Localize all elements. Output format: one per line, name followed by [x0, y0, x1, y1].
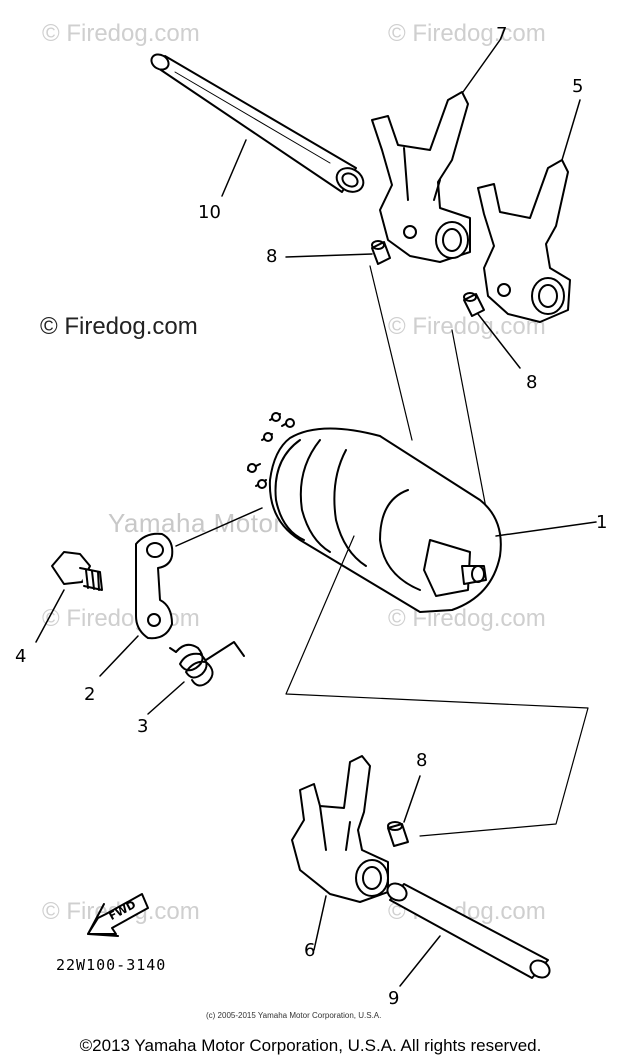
callout-8-lower: 8 [416, 750, 428, 771]
leader-1 [495, 521, 597, 537]
leader-10 [221, 139, 247, 197]
callout-9: 9 [388, 988, 400, 1009]
leader-4 [35, 589, 65, 643]
callout-1: 1 [596, 512, 608, 533]
leader-2 [99, 635, 139, 677]
leader-8-lower [403, 775, 421, 823]
part-2-stopper-lever [135, 532, 174, 640]
part-10-shaft [150, 53, 365, 193]
callout-4: 4 [15, 646, 27, 667]
leader-2-to-drum [175, 507, 263, 547]
part-5-shift-fork [477, 159, 571, 323]
callout-2: 2 [84, 684, 96, 705]
leader-5 [561, 99, 581, 161]
leader-8-right [477, 313, 521, 369]
watermark-mid-left: © Firedog.com [40, 313, 198, 340]
leader-3 [147, 681, 185, 715]
part-1-shift-drum [247, 412, 502, 613]
part-9-shaft [386, 882, 551, 979]
leader-6 [313, 895, 327, 951]
part-8-pin-upper [371, 240, 391, 265]
callout-10: 10 [198, 202, 221, 223]
part-4-bolt [51, 551, 103, 591]
callout-8-upper: 8 [266, 246, 278, 267]
callout-5: 5 [572, 76, 584, 97]
leader-8-upper [285, 253, 373, 258]
part-8-pin-right [463, 292, 485, 317]
watermark-top-left: © Firedog.com [42, 20, 200, 47]
leader-9 [399, 935, 441, 987]
small-copyright: (c) 2005-2015 Yamaha Motor Corporation, … [206, 1011, 382, 1020]
part-7-shift-fork [371, 91, 471, 263]
callout-7: 7 [496, 24, 508, 45]
callout-3: 3 [137, 716, 149, 737]
watermark-lower-left: © Firedog.com [42, 605, 200, 632]
part-8-pin-lower [387, 821, 409, 847]
callout-6: 6 [304, 940, 316, 961]
guide-line-lower [285, 535, 589, 837]
guide-line-right [451, 329, 487, 509]
drawing-code: 22W100-3140 [56, 956, 167, 974]
fwd-arrow-icon [87, 893, 149, 937]
footer-copyright: ©2013 Yamaha Motor Corporation, U.S.A. A… [79, 1036, 542, 1055]
leader-7 [462, 39, 501, 93]
part-3-spring [169, 641, 245, 687]
watermark-top-right: © Firedog.com [388, 20, 546, 47]
guide-line-upper [369, 265, 413, 441]
part-6-shift-fork [291, 755, 389, 903]
callout-8-right: 8 [526, 372, 538, 393]
